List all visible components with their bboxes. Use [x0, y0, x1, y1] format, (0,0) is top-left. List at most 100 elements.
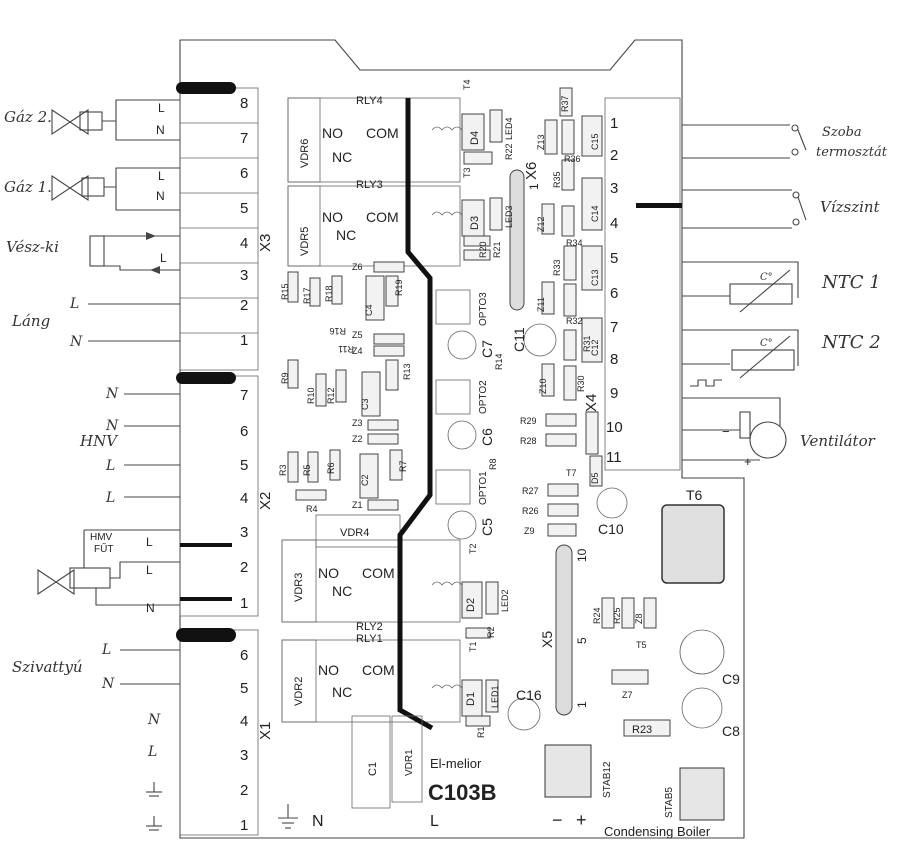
x4-pin: 9	[610, 385, 618, 402]
hnv-label: HNV	[79, 432, 119, 450]
svg-text:D3: D3	[469, 216, 481, 230]
lower-diodes: D2 LED2 D1 LED1 T2 T1 R2 R1	[461, 543, 510, 738]
svg-text:R6: R6	[326, 462, 336, 474]
cap-c9: C9	[679, 629, 740, 687]
relay-com: COM	[366, 209, 399, 225]
vesz-ki-label: Vész-ki	[6, 238, 59, 256]
svg-text:R36: R36	[564, 154, 581, 164]
ventilator-label: Ventilátor	[800, 432, 876, 450]
svg-text:STAB12: STAB12	[602, 761, 613, 798]
relay-label: RLY1	[356, 633, 383, 645]
svg-text:R35: R35	[552, 171, 562, 188]
svg-text:C4: C4	[364, 304, 374, 316]
minus-sign: −	[552, 810, 563, 830]
x1-pin: 3	[240, 747, 248, 764]
svg-text:Z13: Z13	[536, 134, 546, 150]
svg-text:L: L	[105, 458, 115, 474]
relay-rly3: RLY3 VDR5 NO COM NC	[287, 179, 461, 267]
svg-text:N: N	[69, 334, 83, 350]
svg-text:LED4: LED4	[504, 117, 514, 140]
relay-label: RLY4	[356, 95, 383, 107]
x2-pin: 1	[240, 595, 248, 612]
svg-text:R5: R5	[302, 464, 312, 476]
x4-pin: 4	[610, 215, 618, 232]
product-label: Condensing Boiler	[604, 824, 711, 839]
svg-text:D5: D5	[590, 472, 600, 484]
terminal-x4	[604, 97, 682, 471]
vizszint-wiring: Vízszint	[682, 189, 881, 229]
relay-rly4: RLY4 VDR6 NO COM NC	[287, 95, 461, 183]
svg-text:R29: R29	[520, 416, 537, 426]
x2-pin: 3	[240, 524, 248, 541]
svg-text:R24: R24	[592, 607, 602, 624]
ground-symbol	[278, 804, 298, 829]
relay-nc: NC	[332, 684, 352, 700]
svg-text:C16: C16	[516, 687, 542, 703]
svg-text:R22: R22	[504, 143, 514, 160]
svg-text:T2: T2	[468, 543, 478, 554]
svg-text:R21: R21	[492, 241, 502, 258]
svg-text:L: L	[146, 563, 153, 577]
x2-label: X2	[257, 492, 274, 510]
svg-text:VDR4: VDR4	[340, 527, 369, 539]
szivattyu-wiring: Szivattyú L N	[12, 642, 180, 692]
x1-pin: 2	[240, 782, 248, 799]
svg-text:C3: C3	[360, 398, 370, 410]
x2-pin: 7	[240, 387, 248, 404]
x2-pin: 6	[240, 423, 248, 440]
svg-text:R3: R3	[278, 464, 288, 476]
x4-pin: 11	[606, 449, 622, 466]
svg-text:R7: R7	[398, 460, 408, 472]
x4-pin: 6	[610, 285, 618, 302]
svg-text:N: N	[101, 676, 115, 692]
relay-label: RLY3	[356, 179, 383, 191]
x1-pin: 6	[240, 647, 248, 664]
connector-x5: X5 10 5 1	[539, 544, 589, 716]
upper-diodes: D4 LED4 D3 LED3 T4 T3 R22 R21 R20 X6 1	[461, 79, 541, 311]
svg-text:C14: C14	[590, 205, 600, 222]
x3-pin: 6	[240, 165, 248, 182]
termosztat-label: termosztát	[816, 145, 888, 160]
svg-text:C9: C9	[722, 671, 740, 687]
board-l-label: L	[430, 813, 439, 830]
svg-text:C2: C2	[360, 474, 370, 486]
vdr1: VDR1	[391, 715, 423, 803]
relay-no: NO	[322, 125, 343, 141]
lang-wiring: Láng L N	[11, 296, 180, 350]
svg-text:Z10: Z10	[538, 378, 548, 394]
relay-nc: NC	[332, 149, 352, 165]
relay-no: NO	[318, 565, 339, 581]
svg-text:R10: R10	[306, 387, 316, 404]
cap-label: C6	[479, 428, 495, 446]
x3-pin: 7	[240, 130, 248, 147]
vdr-label: VDR5	[299, 227, 311, 256]
x3-pin: 3	[240, 267, 248, 284]
svg-text:5: 5	[575, 637, 589, 644]
svg-text:R9: R9	[280, 372, 290, 384]
x4-pin: 10	[606, 419, 623, 436]
svg-text:Z6: Z6	[352, 262, 363, 272]
x3-label: X3	[257, 234, 274, 252]
svg-text:R2: R2	[486, 626, 496, 638]
svg-text:Z12: Z12	[536, 216, 546, 232]
svg-text:C1: C1	[367, 762, 379, 776]
x3-pin: 4	[240, 235, 248, 252]
svg-text:R16: R16	[329, 326, 346, 336]
x1-label: X1	[257, 722, 274, 740]
svg-text:R34: R34	[566, 238, 583, 248]
svg-text:R4: R4	[306, 504, 318, 514]
svg-text:T6: T6	[686, 487, 703, 503]
relay-rly2: RLY2 VDR3 NO COM NC	[281, 539, 461, 633]
ntc1-wiring: C° NTC 1	[682, 261, 881, 313]
x2-pin: 2	[240, 559, 248, 576]
x2-pin: 5	[240, 457, 248, 474]
vdr-label: VDR3	[293, 573, 305, 602]
stab5: STAB5	[664, 767, 725, 821]
svg-text:X6: X6	[523, 162, 540, 180]
svg-text:VDR1: VDR1	[404, 749, 415, 776]
svg-text:X5: X5	[539, 631, 555, 648]
cap-c10: C10	[596, 487, 628, 537]
svg-text:C11: C11	[511, 327, 527, 352]
svg-text:R26: R26	[522, 506, 539, 516]
